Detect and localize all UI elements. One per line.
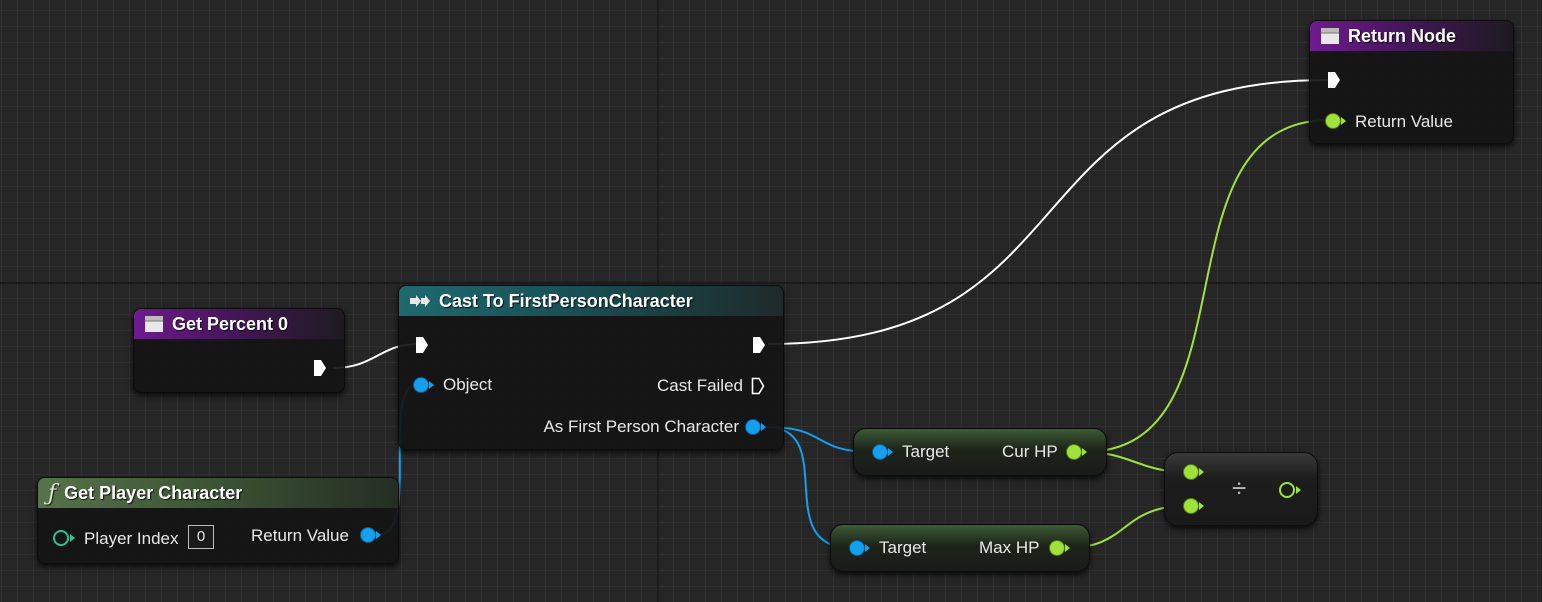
as-first-person-character-label: As First Person Character — [543, 417, 739, 436]
divide-node[interactable]: ÷ — [1164, 452, 1318, 526]
get-percent-title: Get Percent 0 — [172, 313, 289, 334]
function-entry-icon — [145, 316, 163, 332]
pin-arrow — [1296, 486, 1301, 494]
pin-arrow — [1082, 448, 1087, 456]
divide-icon: ÷ — [1232, 473, 1247, 503]
max-hp-output-pin[interactable] — [1050, 541, 1064, 555]
target-input-pin[interactable] — [873, 445, 887, 459]
function-icon: ƒ — [48, 480, 57, 506]
object-input-pin[interactable] — [414, 378, 428, 392]
exec-in-pin[interactable] — [415, 336, 429, 354]
cur-hp-node[interactable]: Target Cur HP — [853, 428, 1107, 476]
float-wire-curhp-to-return — [1083, 119, 1331, 453]
get-player-character-node[interactable]: ƒ Get Player Character Player Index 0 Re… — [37, 477, 399, 564]
get-player-character-title: Get Player Character — [64, 482, 243, 503]
exec-out-pin[interactable] — [313, 359, 327, 377]
pin-arrow — [70, 534, 75, 542]
return-value-label: Return Value — [1355, 112, 1453, 131]
pin-arrow — [429, 381, 434, 389]
as-character-output-pin[interactable] — [746, 420, 760, 434]
exec-out-pin[interactable] — [752, 336, 766, 354]
target-input-pin[interactable] — [850, 541, 864, 555]
pin-arrow — [1341, 117, 1346, 125]
player-index-input[interactable]: 0 — [188, 525, 214, 549]
return-node-title: Return Node — [1348, 25, 1456, 46]
get-player-character-header[interactable]: ƒ Get Player Character — [38, 478, 398, 508]
pin-arrow — [888, 448, 893, 456]
player-index-input-pin[interactable] — [53, 530, 69, 546]
player-index-label: Player Index — [84, 529, 179, 548]
pin-arrow — [865, 544, 870, 552]
cast-failed-pin[interactable] — [751, 377, 765, 395]
cur-hp-label: Cur HP — [1002, 442, 1058, 461]
pin-arrow — [376, 531, 381, 539]
return-node[interactable]: Return Node Return Value — [1309, 20, 1514, 144]
get-percent-header[interactable]: Get Percent 0 — [134, 309, 344, 339]
object-label: Object — [443, 375, 493, 394]
pin-arrow — [1199, 468, 1204, 476]
pin-arrow — [761, 423, 766, 431]
get-percent-node[interactable]: Get Percent 0 — [133, 308, 345, 393]
pin-arrow — [1065, 544, 1070, 552]
divide-input-b-pin[interactable] — [1184, 499, 1198, 513]
exec-in-pin[interactable] — [1327, 71, 1341, 89]
cast-icon — [410, 295, 430, 307]
return-node-header[interactable]: Return Node — [1310, 21, 1513, 51]
pin-arrow — [1199, 502, 1204, 510]
return-value-output-pin[interactable] — [361, 528, 375, 542]
function-entry-icon — [1321, 28, 1339, 44]
exec-wire-cast-to-return — [767, 79, 1329, 345]
max-hp-label: Max HP — [979, 538, 1040, 557]
max-hp-node[interactable]: Target Max HP — [830, 524, 1090, 572]
return-value-label: Return Value — [251, 526, 349, 545]
divide-output-pin[interactable] — [1279, 482, 1295, 498]
cast-node[interactable]: Cast To FirstPersonCharacter Object Cast… — [398, 285, 784, 450]
cur-hp-output-pin[interactable] — [1067, 445, 1081, 459]
return-value-input-pin[interactable] — [1326, 114, 1340, 128]
target-label: Target — [879, 538, 927, 557]
cast-failed-label: Cast Failed — [657, 376, 743, 395]
divide-input-a-pin[interactable] — [1184, 465, 1198, 479]
cast-title: Cast To FirstPersonCharacter — [439, 290, 693, 311]
cast-header[interactable]: Cast To FirstPersonCharacter — [399, 286, 783, 316]
target-label: Target — [902, 442, 950, 461]
